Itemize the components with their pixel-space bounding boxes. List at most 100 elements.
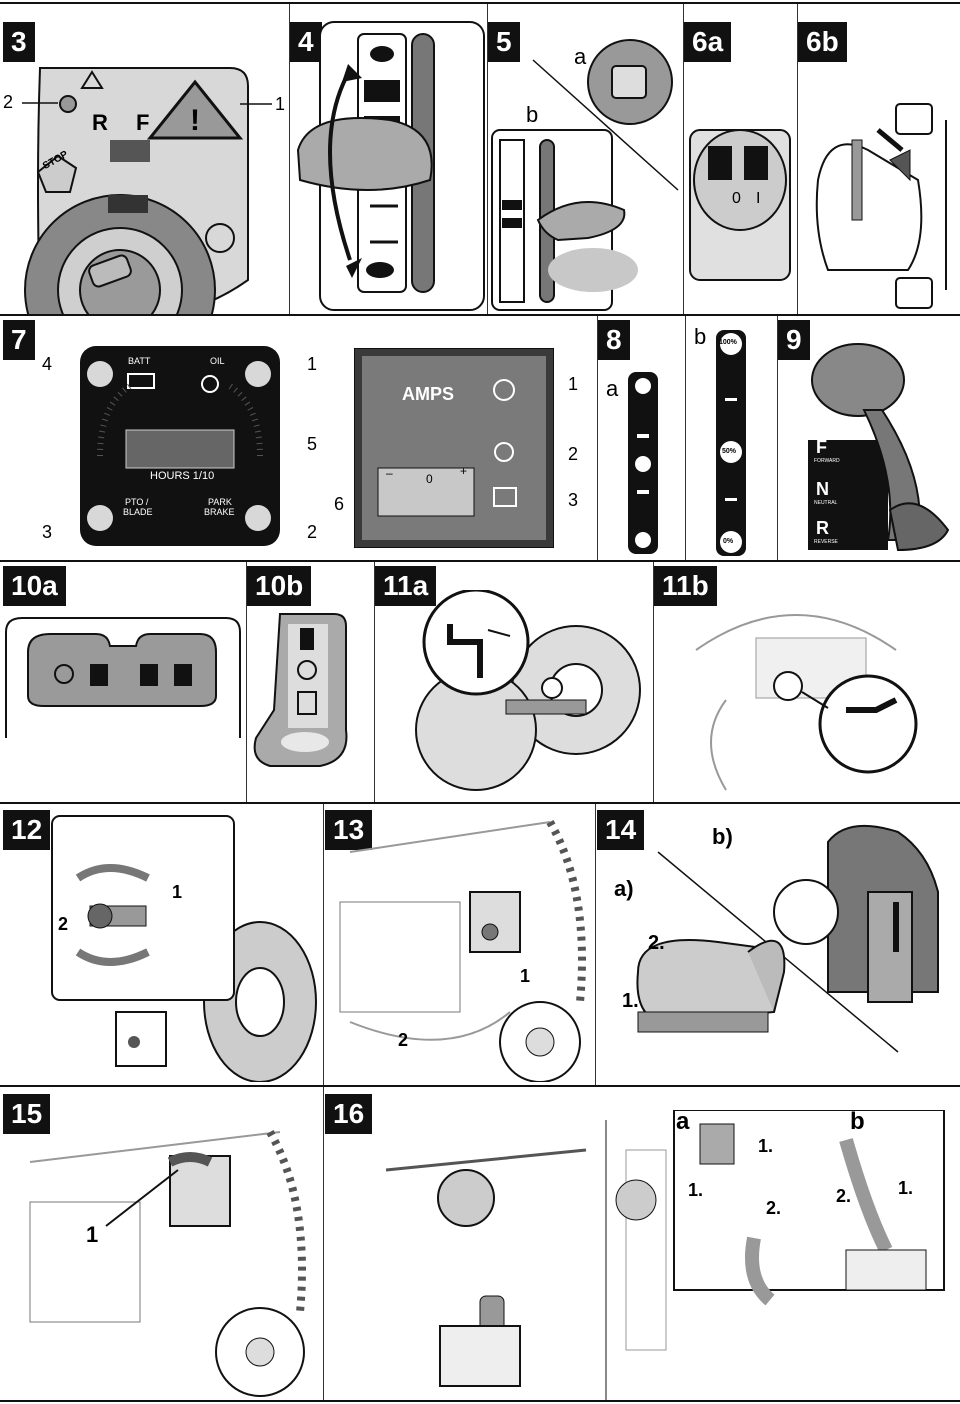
figure-number-8: 8 [598, 320, 630, 360]
callout-1: 1 [86, 1222, 99, 1247]
amps-callout-1: 1 [568, 374, 579, 394]
bottom-border [0, 1400, 960, 1402]
figure-number-3: 3 [3, 22, 35, 62]
divider [683, 4, 684, 314]
figure-number-15: 15 [3, 1094, 51, 1134]
ignition-panel-illustration: ! [22, 67, 272, 314]
sub-label-a: a [606, 376, 619, 401]
sub-label-b: b) [712, 824, 733, 849]
choke-illustration [491, 39, 679, 311]
pto-label: PTO / [125, 497, 149, 507]
brake-label: BRAKE [204, 507, 235, 517]
step-2: 2. [648, 932, 665, 954]
callout-1: 1 [275, 94, 286, 114]
figure-number-9: 9 [778, 320, 810, 360]
gear-neutral: NEUTRAL [814, 500, 838, 506]
tire-valve-illustration [51, 815, 317, 1082]
park-label: PARK [208, 497, 232, 507]
figure-number-5: 5 [488, 22, 520, 62]
bypass-lever-illustration-b [695, 614, 918, 791]
top-border [0, 2, 960, 4]
switch-mark-1: I [756, 190, 761, 207]
amps-callout-3: 3 [568, 490, 579, 510]
step-a-1: 1. [758, 1136, 774, 1156]
callout-2: 2 [58, 914, 69, 934]
label-f: F [136, 110, 150, 135]
divider [797, 4, 798, 314]
callout-5: 5 [307, 434, 318, 454]
shift-lever-illustration [808, 343, 950, 552]
divider [653, 562, 654, 802]
divider [487, 4, 488, 314]
divider [597, 316, 598, 560]
mower-deck-attachment-illustration [339, 820, 586, 1082]
figure-number-6b: 6b [798, 22, 847, 62]
gear-forward: FORWARD [814, 458, 840, 464]
pct-0: 0% [723, 538, 734, 545]
row-divider-4 [0, 1085, 960, 1087]
divider [374, 562, 375, 802]
figure-number-10b: 10b [247, 566, 312, 606]
step-b-2: 2. [836, 1186, 852, 1206]
callout-4: 4 [42, 354, 53, 374]
divider [289, 4, 290, 314]
callout-3: 3 [42, 522, 53, 542]
batt-label: BATT [128, 356, 151, 366]
row-divider-2 [0, 560, 960, 562]
gauge-zero: 0 [426, 472, 433, 486]
blade-label: BLADE [123, 507, 153, 517]
row-divider-1 [0, 314, 960, 316]
step-a-2: 2. [766, 1198, 782, 1218]
callout-1: 1 [172, 882, 183, 902]
oil-label: OIL [210, 356, 225, 366]
sub-label-a: a [676, 1108, 690, 1135]
step-b-1: 1. [898, 1178, 914, 1198]
callout-2: 2 [3, 92, 14, 112]
bypass-lever-illustration-a [415, 590, 641, 791]
figure-number-12: 12 [3, 810, 51, 850]
sub-label-b: b [850, 1108, 865, 1135]
gear-reverse: REVERSE [814, 539, 838, 545]
figure-number-11b: 11b [654, 566, 717, 606]
sub-label-b: b [694, 324, 707, 349]
row-divider-3 [0, 802, 960, 804]
battery-connection-illustration [29, 1130, 306, 1397]
switch-mark-0: 0 [732, 190, 741, 207]
figure-number-11a: 11a [375, 566, 437, 606]
step-a-1b: 1. [688, 1180, 704, 1200]
callout-2: 2 [398, 1030, 409, 1050]
pct-50: 50% [722, 448, 737, 455]
figure-number-13: 13 [325, 810, 373, 850]
gauge-minus: – [386, 466, 393, 480]
divider [777, 316, 778, 560]
blade-engage-lever-illustration [815, 103, 947, 309]
figure-number-4: 4 [290, 22, 322, 62]
gear-r: R [816, 518, 829, 538]
hour-meter-panel [80, 346, 280, 546]
callout-2: 2 [307, 522, 318, 542]
oil-drain-illustration [385, 1110, 945, 1400]
amps-label: AMPS [402, 384, 455, 404]
sub-label-b: b [526, 102, 539, 127]
figure-number-14: 14 [597, 810, 645, 850]
amps-callout-6: 6 [334, 494, 345, 514]
figure-number-7: 7 [3, 320, 35, 360]
amps-callout-2: 2 [568, 444, 579, 464]
figure-number-16: 16 [325, 1094, 373, 1134]
hours-label: HOURS 1/10 [150, 470, 215, 482]
divider [246, 562, 247, 802]
divider [685, 316, 686, 560]
step-1: 1. [622, 990, 639, 1012]
throttle-lever-illustration [296, 21, 485, 311]
sub-label-a: a [574, 44, 587, 69]
amps-panel [354, 348, 554, 548]
gear-f: F [816, 437, 827, 457]
gear-n: N [816, 479, 829, 499]
seat-adjust-illustration [636, 825, 939, 1053]
label-r: R [92, 110, 108, 135]
figure-number-10a: 10a [3, 566, 66, 606]
callout-1: 1 [307, 354, 318, 374]
fuel-gauge-a [628, 372, 658, 554]
fuel-gauge-b [716, 330, 746, 556]
brake-pedal-decal [253, 613, 348, 767]
